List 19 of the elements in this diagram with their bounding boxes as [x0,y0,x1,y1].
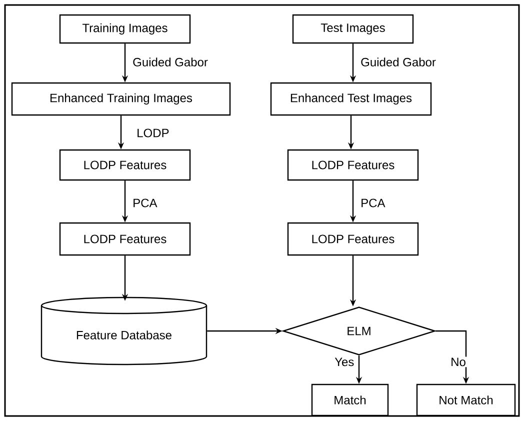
process-box: LODP Features [59,222,191,256]
edge-label: Guided Gabor [360,56,437,68]
process-box: Training Images [59,14,191,44]
process-box: Not Match [416,384,516,416]
process-box: LODP Features [287,149,419,181]
edge-label: LODP [136,128,170,138]
node-label: Feature Database [76,330,172,340]
edge-label: PCA [360,198,386,208]
process-box: Enhanced Training Images [11,82,231,116]
process-box: Test Images [292,14,414,44]
edge-label: Guided Gabor [132,56,209,68]
edge-label: PCA [132,198,158,208]
process-box: LODP Features [59,149,191,181]
process-box: Match [311,384,389,416]
process-box: Enhanced Test Images [270,82,432,116]
edge-label: Yes [334,356,356,368]
database-cylinder: Feature Database [40,296,208,366]
edge-label: No [450,356,467,368]
process-box: LODP Features [287,222,419,256]
